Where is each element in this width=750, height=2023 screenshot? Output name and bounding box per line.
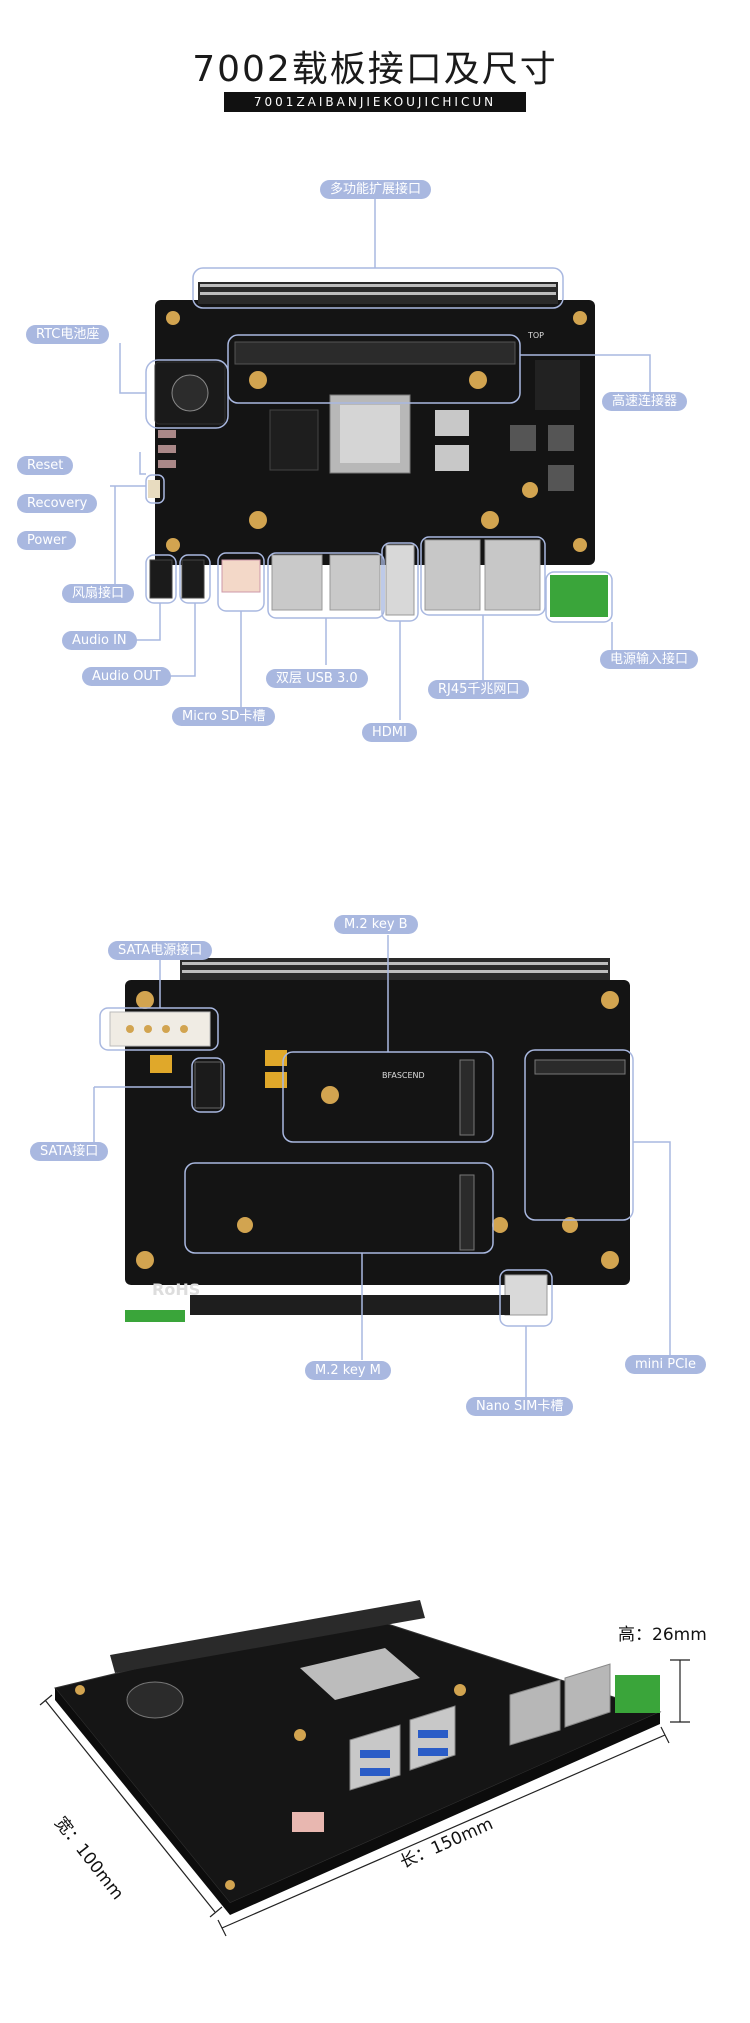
- rohs-mark: RoHS: [152, 1280, 200, 1299]
- label-high-speed-connector: 高速连接器: [602, 392, 688, 411]
- label-audio-out: Audio OUT: [82, 667, 171, 686]
- label-reset: Reset: [17, 456, 74, 475]
- page-title: 7002载板接口及尺寸: [192, 49, 558, 90]
- label-power: Power: [17, 531, 77, 550]
- label-recovery: Recovery: [17, 494, 98, 513]
- label-rj45: RJ45千兆网口: [428, 680, 530, 699]
- label-rtc-battery: RTC电池座: [26, 325, 110, 344]
- label-sata-power: SATA电源接口: [108, 941, 213, 960]
- label-m2-key-b: M.2 key B: [334, 915, 418, 934]
- label-power-input: 电源输入接口: [600, 650, 699, 669]
- brand-mark: BFASCEND: [382, 1071, 425, 1080]
- label-sata: SATA接口: [30, 1142, 109, 1161]
- label-usb3: 双层 USB 3.0: [266, 669, 368, 688]
- label-nano-sim: Nano SIM卡槽: [466, 1397, 574, 1416]
- label-multi-function-interface: 多功能扩展接口: [320, 180, 432, 199]
- label-micro-sd: Micro SD卡槽: [172, 707, 276, 726]
- page-subtitle: 7001ZAIBANJIEKOUJICHICUN: [224, 92, 526, 112]
- label-hdmi: HDMI: [362, 723, 417, 742]
- label-audio-in: Audio IN: [62, 631, 137, 650]
- dimension-height: 高：26mm: [618, 1625, 707, 1645]
- label-m2-key-m: M.2 key M: [305, 1361, 391, 1380]
- top-header-pins: [198, 282, 558, 304]
- label-fan-interface: 风扇接口: [62, 584, 135, 603]
- top-silkscreen-label: TOP: [527, 331, 544, 340]
- label-mini-pcie: mini PCIe: [625, 1355, 707, 1374]
